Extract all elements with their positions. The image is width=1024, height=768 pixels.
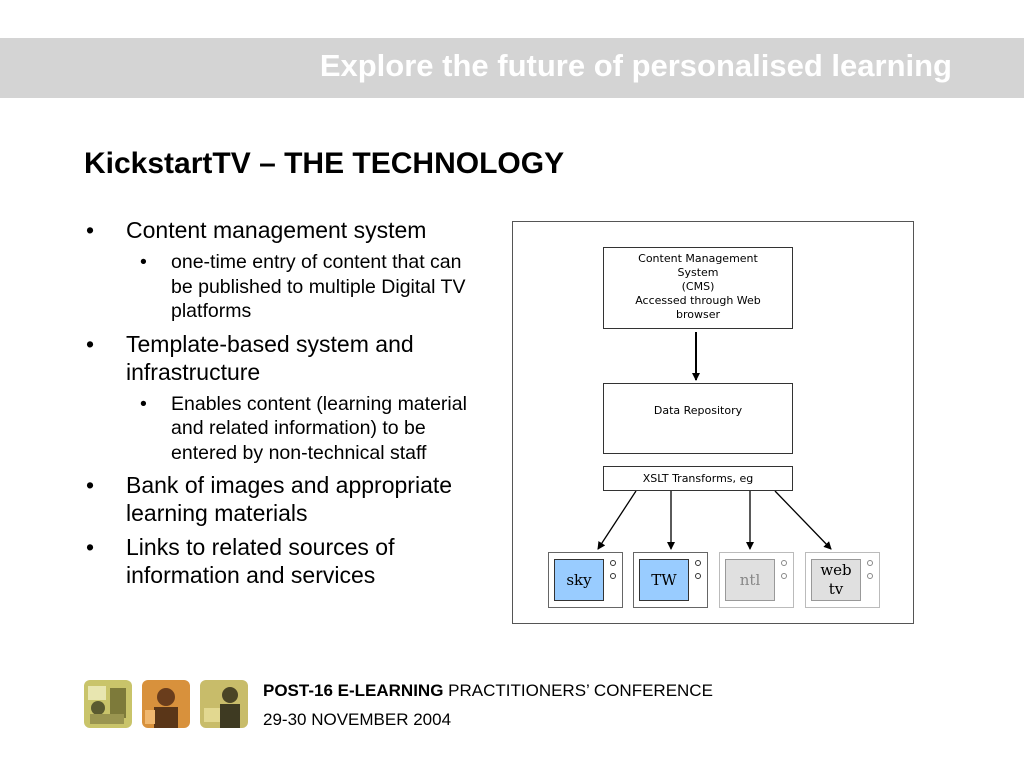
tv-screen: TW — [639, 559, 689, 601]
cms-line: Content Management — [638, 252, 758, 265]
conference-dates: 29-30 NOVEMBER 2004 — [263, 710, 452, 729]
arrow-to-sky — [597, 490, 637, 550]
bullet-item: Bank of images and appropriate learning … — [86, 471, 486, 527]
banner-title: Explore the future of personalised learn… — [319, 48, 952, 83]
cms-line: Accessed through Web — [635, 294, 761, 307]
bullet-item: Template-based system and infrastructure — [86, 330, 486, 386]
tv-knob-icon — [695, 560, 701, 566]
tv-knob-icon — [610, 560, 616, 566]
tv-knob-icon — [781, 560, 787, 566]
photo-workshop-icon — [200, 680, 248, 728]
arrow-to-webtv — [774, 490, 832, 550]
cms-box: Content Management System (CMS) Accessed… — [603, 247, 793, 329]
cms-line: System — [677, 266, 719, 279]
tv-knob-icon — [695, 573, 701, 579]
tv-knob-icon — [867, 560, 873, 566]
sub-bullet-item: Enables content (learning material and r… — [86, 392, 486, 466]
tv-knob-icon — [610, 573, 616, 579]
data-repository-box: Data Repository — [603, 383, 793, 454]
conference-name-bold: POST-16 E-LEARNING — [263, 681, 444, 700]
tv-screen: web tv — [811, 559, 861, 601]
bullet-item: Content management system — [86, 216, 486, 244]
tv-tw: TW — [633, 552, 708, 608]
tv-webtv: web tv — [805, 552, 880, 608]
conference-name-rest: PRACTITIONERS’ CONFERENCE — [443, 681, 713, 700]
cms-line: browser — [675, 308, 720, 321]
tv-ntl: ntl — [719, 552, 794, 608]
xslt-box: XSLT Transforms, eg — [603, 466, 793, 491]
tv-screen: ntl — [725, 559, 775, 601]
bullet-item: Links to related sources of information … — [86, 533, 486, 589]
slide-title: KickstartTV – THE TECHNOLOGY — [84, 147, 565, 180]
cms-line: (CMS) — [681, 280, 715, 293]
tv-sky: sky — [548, 552, 623, 608]
tv-screen: sky — [554, 559, 604, 601]
photo-classroom-icon — [84, 680, 132, 728]
tv-screen-line: tv — [828, 580, 844, 598]
bullet-list: Content management system one-time entry… — [86, 216, 486, 595]
photo-student-icon — [142, 680, 190, 728]
header-banner: Explore the future of personalised learn… — [0, 38, 1024, 98]
tv-knob-icon — [781, 573, 787, 579]
architecture-diagram: Content Management System (CMS) Accessed… — [512, 221, 914, 624]
sub-bullet-item: one-time entry of content that can be pu… — [86, 250, 486, 324]
diagram-arrows — [597, 332, 832, 550]
tv-screen-line: web — [820, 561, 852, 579]
conference-name: POST-16 E-LEARNING PRACTITIONERS’ CONFER… — [263, 681, 713, 701]
tv-knob-icon — [867, 573, 873, 579]
